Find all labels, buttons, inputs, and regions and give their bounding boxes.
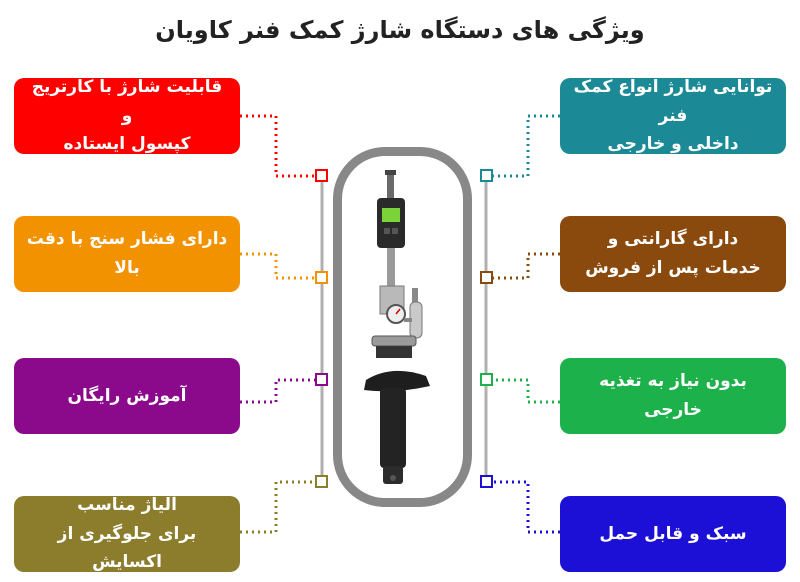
shock-absorber-charger-image (364, 170, 430, 484)
feature-box-no-external-power: بدون نیاز به تغذیه خارجی (560, 358, 786, 434)
marker-right-1 (480, 169, 493, 182)
connector-left-1 (240, 114, 316, 178)
connector-right-2 (492, 252, 560, 280)
marker-left-2 (315, 271, 328, 284)
marker-right-4 (480, 475, 493, 488)
marker-right-3 (480, 373, 493, 386)
marker-left-4 (315, 475, 328, 488)
feature-label: توانایی شارژ انواع کمک فنر داخلی و خارجی (573, 76, 773, 155)
feature-label: آموزش رایگان (67, 385, 187, 406)
feature-label: بدون نیاز به تغذیه خارجی (599, 371, 747, 420)
feature-box-cartridge-charging: قابلیت شارژ با کارتریج و کپسول ایستاده (14, 77, 240, 154)
feature-label: آلیاژ مناسب برای جلوگیری از اکسایش (57, 494, 197, 573)
feature-label: دارای فشار سنج با دقت بالا (26, 229, 228, 278)
marker-right-2 (480, 271, 493, 284)
connector-left-2 (240, 252, 316, 280)
connector-left-3 (240, 378, 316, 404)
feature-box-warranty: دارای گارانتی و خدمات پس از فروش (560, 216, 786, 292)
connector-right-3 (492, 378, 560, 404)
feature-box-anti-oxidation-alloy: آلیاژ مناسب برای جلوگیری از اکسایش (14, 495, 240, 572)
connector-left-4 (240, 480, 316, 534)
feature-box-portable: سبک و قابل حمل (560, 496, 786, 572)
feature-box-free-training: آموزش رایگان (14, 358, 240, 434)
feature-label: قابلیت شارژ با کارتریج و کپسول ایستاده (31, 76, 223, 155)
page-title: ویژگی های دستگاه شارژ کمک فنر کاویان (155, 16, 645, 44)
feature-label: سبک و قابل حمل (599, 523, 747, 544)
connector-right-1 (492, 114, 560, 178)
marker-left-3 (315, 373, 328, 386)
feature-label: دارای گارانتی و خدمات پس از فروش (585, 229, 761, 278)
marker-left-1 (315, 169, 328, 182)
feature-box-pressure-gauge: دارای فشار سنج با دقت بالا (14, 216, 240, 292)
connector-right-4 (492, 480, 560, 534)
feature-box-charge-all-types: توانایی شارژ انواع کمک فنر داخلی و خارجی (560, 77, 786, 154)
